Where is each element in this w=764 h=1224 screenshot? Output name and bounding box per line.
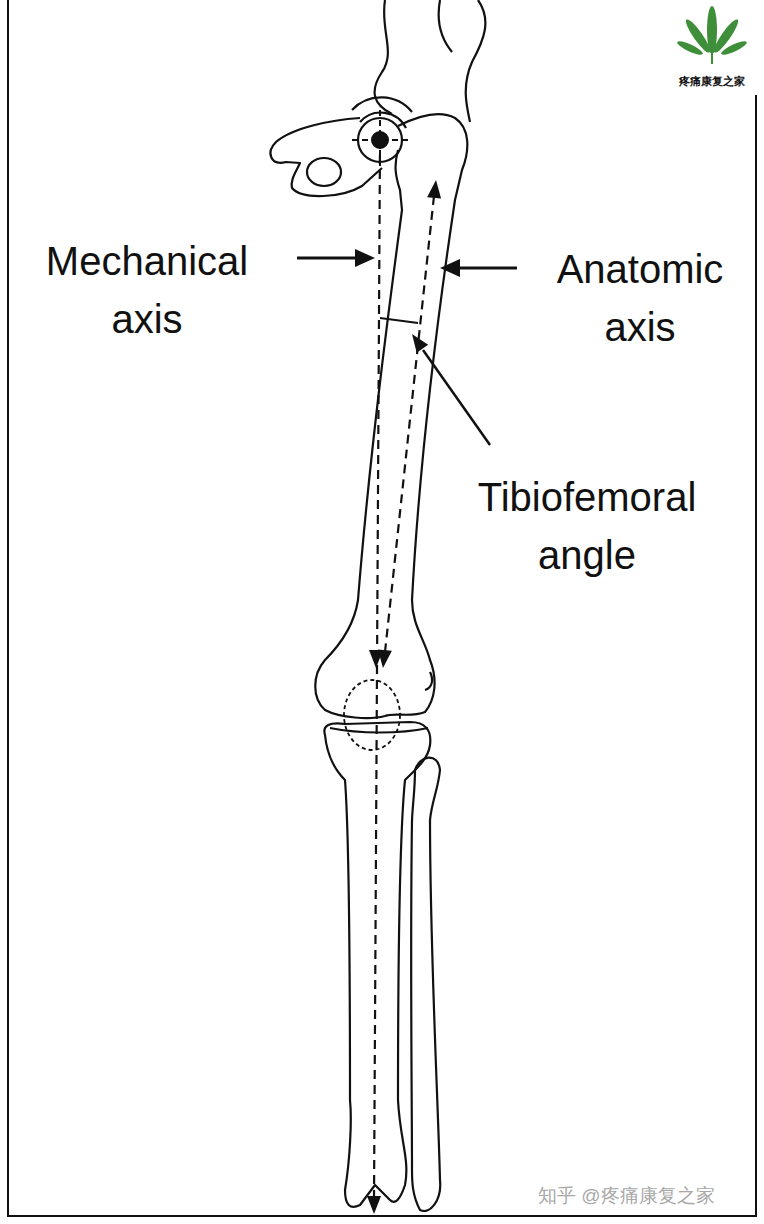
angle-label: Tibiofemoral angle: [478, 468, 697, 584]
angle-mark: [380, 318, 418, 323]
anatomic-axis-line: [378, 180, 441, 668]
leader-arrows: [297, 249, 517, 445]
logo-ground: [660, 0, 764, 95]
frame: [8, 0, 756, 1216]
hip-center: [352, 110, 412, 170]
knee-center: [344, 680, 400, 750]
leaf-logo: [676, 6, 748, 64]
bones: [271, 0, 486, 1211]
watermark: 知乎 @疼痛康复之家: [538, 1183, 715, 1209]
axis-label: Mechanical axis: [46, 232, 248, 348]
mechanical-axis-line: [367, 140, 383, 1214]
logo-text: 疼痛康复之家: [679, 74, 745, 89]
axis-label: Anatomic axis: [557, 240, 724, 356]
